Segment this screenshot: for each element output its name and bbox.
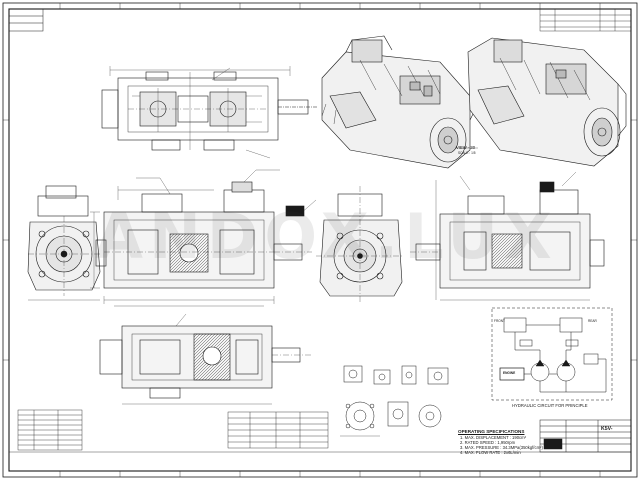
port-detail-views: [340, 365, 449, 437]
specification-line: 2. RATED SPEED : 1,950rpm: [460, 440, 516, 445]
leader-lines: [136, 67, 577, 327]
watermark-text: ANDOX.LUX: [95, 200, 558, 273]
circuit-caption: HYDRAULIC CIRCUIT FOR PRINCIPLE: [512, 403, 588, 408]
title-block: [539, 419, 632, 453]
detail-view-scale: SCALE : 1/5: [458, 151, 476, 155]
pump-top-view: [101, 66, 318, 151]
detail-view-label: VIEW - 30: [456, 145, 476, 150]
hydraulic-circuit-diagram: [491, 307, 613, 401]
pump-side-view-main: [90, 181, 312, 307]
circuit-label-rear: REAR: [588, 319, 597, 323]
pump-bottom-view: [99, 325, 312, 405]
specification-line: 4. MAX. FLOW RATE : 2x6L/min: [460, 450, 521, 455]
parts-list-table: [17, 409, 83, 451]
pump-isometric-view-right: [467, 37, 627, 167]
specification-line: 1. MAX. DISPLACEMENT : 190cm³: [460, 435, 527, 440]
specifications-title: OPERATING SPECIFICATIONS: [458, 429, 525, 434]
title-block-model: K5V-: [601, 426, 613, 432]
drawing-number-box: [8, 8, 44, 32]
circuit-label-engine: ENGINE: [503, 371, 516, 375]
pump-end-view-left: [27, 185, 101, 301]
revision-table: [539, 8, 632, 32]
pump-side-view-right: [410, 180, 605, 301]
port-specification-table: [227, 411, 329, 449]
pump-end-view-right: [316, 186, 404, 302]
circuit-label-front: FRONT: [494, 319, 505, 323]
pump-isometric-view-left: [321, 35, 477, 169]
specification-line: 3. MAX. PRESSURE : 34.3MPa(350kgf/cm²): [460, 445, 543, 450]
